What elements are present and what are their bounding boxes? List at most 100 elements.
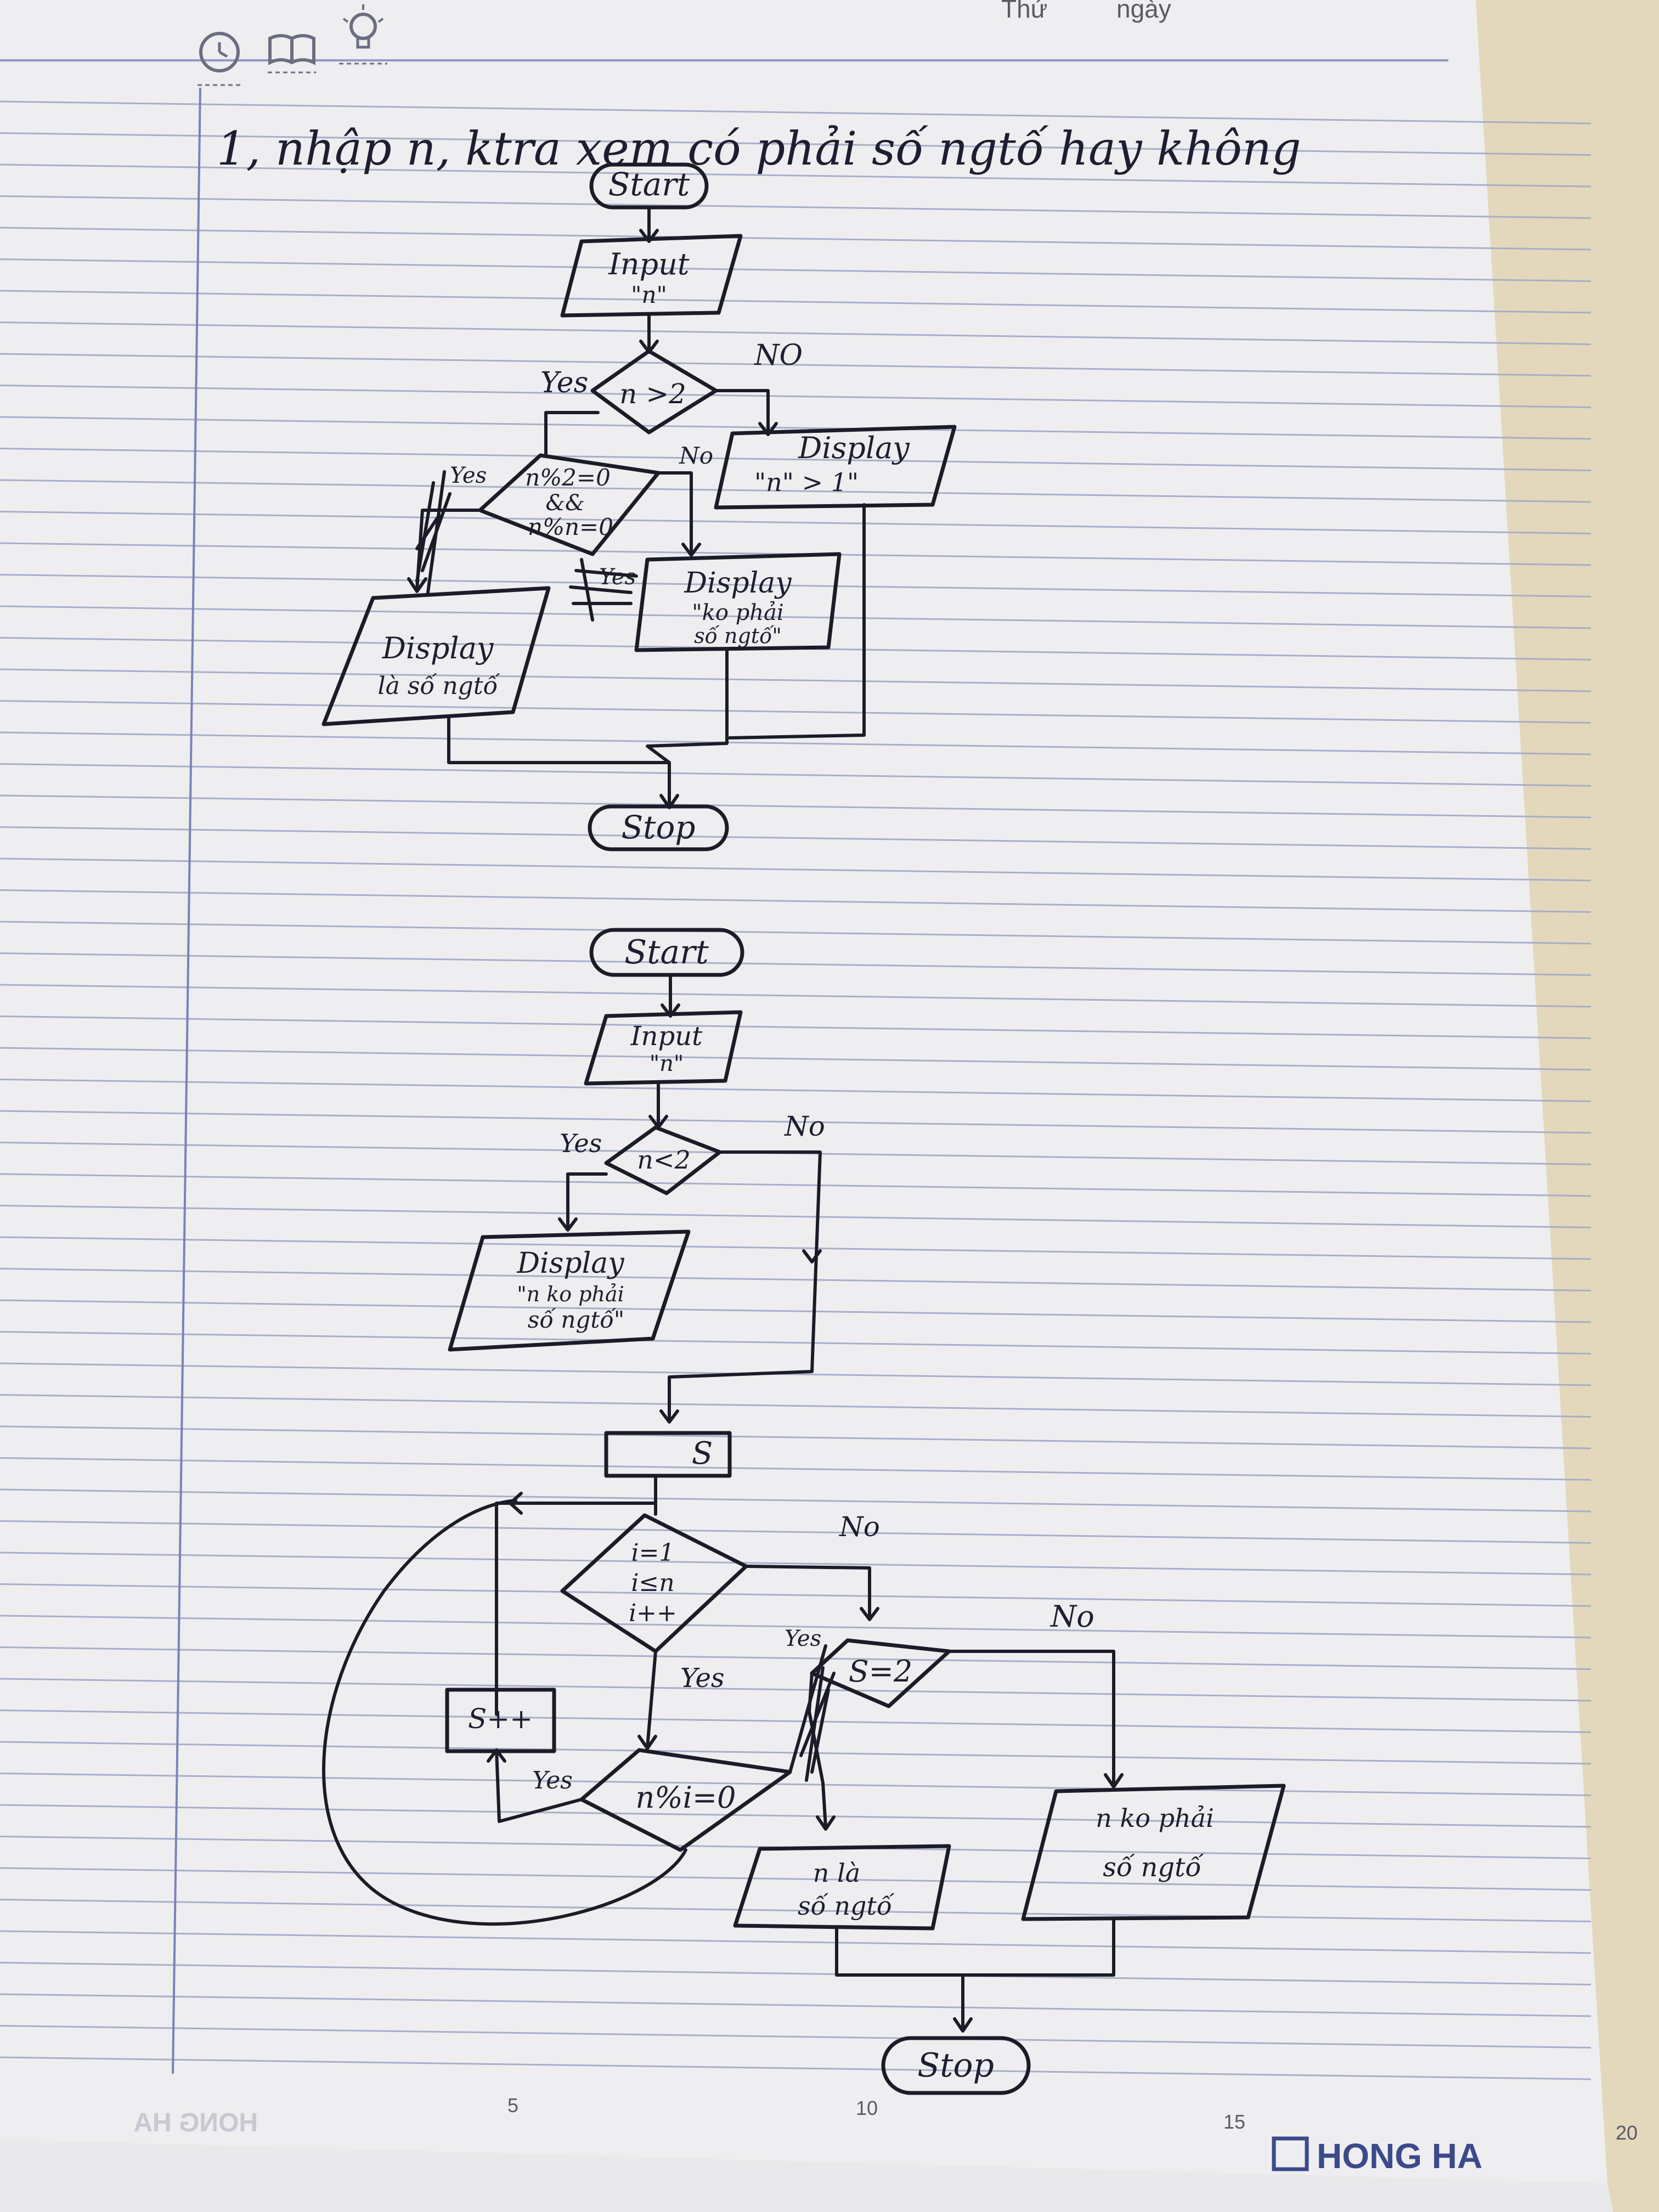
page-header: Thứ ngày <box>198 0 1171 86</box>
fc2-process-s-label: S <box>692 1436 713 1471</box>
alarm-clock-icon <box>198 32 241 86</box>
ruled-line <box>0 605 1592 629</box>
ruled-line <box>0 826 1592 850</box>
fc2-s-decision <box>810 1638 951 1708</box>
ruled-line <box>0 511 1592 534</box>
fc1-decision-main <box>590 349 718 435</box>
fc2-loop-l2: i≤n <box>631 1569 674 1597</box>
fc1-display-prime-text: là số ngtố <box>378 672 501 700</box>
ruled-line <box>0 448 1592 471</box>
ruled-line <box>0 889 1592 913</box>
ruled-line <box>0 479 1592 503</box>
fc2-mod-decision <box>579 1748 792 1852</box>
ruled-line <box>0 227 1592 251</box>
ruled-line <box>0 1583 1592 1607</box>
notebook-page <box>0 0 1607 2183</box>
ruled-line <box>0 1899 1592 1922</box>
fc2-yes-label: Yes <box>560 1128 602 1158</box>
fc2-display-l3: số ngtố" <box>528 1306 624 1333</box>
fc2-s-yes-label: Yes <box>785 1626 821 1651</box>
ruled-line <box>0 1962 1592 1985</box>
ruled-line <box>0 763 1592 787</box>
ruled-line <box>0 1173 1592 1197</box>
flowchart-1: Start Input "n" n >2 Yes NO Display "n" … <box>321 162 957 851</box>
ruled-line <box>0 100 1592 125</box>
fc2-mod-label: n%i=0 <box>636 1780 736 1815</box>
day-label: Thứ <box>1001 0 1047 23</box>
ruled-line <box>0 1015 1592 1039</box>
ruled-line <box>0 1331 1592 1355</box>
ruler-mark-5: 5 <box>507 2094 518 2117</box>
ruled-line <box>0 1457 1592 1481</box>
fc2-start-terminal <box>589 928 744 977</box>
margin-line <box>172 87 201 2074</box>
ruled-line <box>0 1993 1592 2017</box>
ruled-line <box>0 1709 1592 1733</box>
ruled-line <box>0 1362 1592 1386</box>
ruled-line <box>0 1551 1592 1576</box>
ruled-line <box>0 1110 1592 1134</box>
fc1-display-not-prime-l3: số ngtố" <box>694 624 782 648</box>
ruled-line <box>0 794 1592 819</box>
fc1-display-prime <box>321 586 551 726</box>
fc2-display-prime-l2: số ngtố <box>798 1891 895 1921</box>
fc1-display-no-title: Display <box>798 431 910 465</box>
fc2-mod-yes-label: Yes <box>532 1767 573 1795</box>
ruled-line <box>0 416 1592 440</box>
fc2-display-l2: "n ko phải <box>517 1282 624 1306</box>
task-title: 1, nhập n, ktra xem có phải số ngtố hay … <box>217 122 1301 176</box>
ruler-mark-15: 15 <box>1223 2111 1245 2133</box>
fc2-display-title: Display <box>516 1247 624 1280</box>
fc2-display-not-prime-2 <box>1021 1784 1286 1921</box>
fc2-display-not-prime <box>448 1229 691 1352</box>
fc1-mod-no-label: No <box>679 442 713 469</box>
open-book-icon <box>268 34 316 74</box>
ruler-mark-20: 20 <box>1616 2121 1638 2144</box>
fc2-display-prime <box>733 1844 951 1931</box>
fc2-s-decision-label: S=2 <box>849 1654 913 1689</box>
ruled-line <box>0 1646 1592 1670</box>
brand-logo-icon <box>1272 2136 1309 2171</box>
ruler: 5 10 15 20 <box>507 2094 1638 2144</box>
date-label: ngày <box>1116 0 1171 23</box>
fc2-loop-l3: i++ <box>629 1599 677 1627</box>
ruled-line <box>0 321 1592 345</box>
ruled-line <box>0 132 1592 156</box>
fc2-input-var: "n" <box>650 1051 684 1076</box>
fc2-increment-box <box>445 1688 556 1753</box>
fc2-process-s <box>604 1431 732 1478</box>
ruled-line <box>0 731 1592 755</box>
ruler-mark-10: 10 <box>856 2097 878 2119</box>
fc2-input-box <box>584 1010 743 1086</box>
fc2-loop-yes-label: Yes <box>680 1663 725 1694</box>
fc1-yes-label: Yes <box>540 366 588 399</box>
ruled-line <box>0 1425 1592 1449</box>
ruled-line <box>0 1930 1592 1954</box>
fc1-display-not-prime-l2: "ko phải <box>692 600 783 625</box>
fc1-display-no-text: "n" > 1" <box>754 467 859 497</box>
fc1-display-not-prime <box>634 552 842 652</box>
fc1-mod-yes-label: Yes <box>450 463 487 488</box>
fc2-display-not-prime-2-l1: n ko phải <box>1096 1803 1214 1833</box>
ruled-line <box>0 574 1592 597</box>
ruled-line <box>0 1079 1592 1102</box>
ruled-line <box>0 1488 1592 1513</box>
fc1-decision-main-label: n >2 <box>619 378 686 410</box>
ruled-line <box>0 1615 1592 1639</box>
ruled-line <box>0 668 1592 692</box>
fc1-input-var: "n" <box>631 281 667 308</box>
fc1-display-no <box>714 425 957 510</box>
fc2-display-not-prime-2-l2: số ngtố <box>1103 1852 1204 1883</box>
fc1-no-label: NO <box>753 339 803 372</box>
ruled-line <box>0 290 1592 314</box>
lightbulb-icon <box>339 4 387 65</box>
ruled-line <box>0 385 1592 408</box>
ruled-line <box>0 1299 1592 1323</box>
fc2-no-label: No <box>784 1110 825 1142</box>
ruled-line <box>0 2056 1592 2080</box>
ruled-line <box>0 1678 1592 1702</box>
ruled-line <box>0 258 1592 282</box>
fc1-display-prime-title: Display <box>382 631 494 665</box>
ruled-line <box>0 1804 1592 1828</box>
fc1-decision-mod <box>478 453 661 556</box>
